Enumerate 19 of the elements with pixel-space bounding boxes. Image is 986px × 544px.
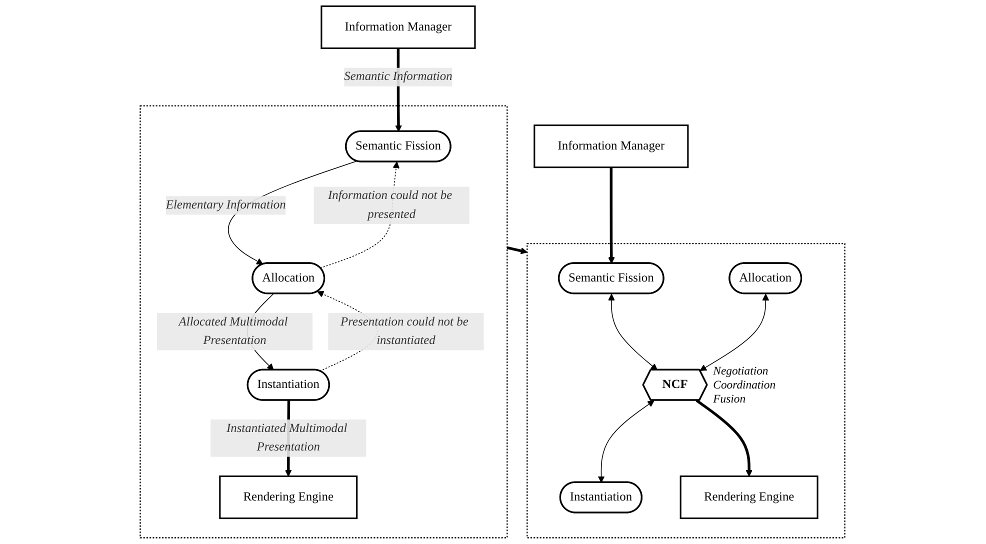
edge-label: Presentation could not be instantiated xyxy=(341,315,469,348)
edge-label: Elementary Information xyxy=(166,198,286,212)
edge-label: Allocated Multimodal Presentation xyxy=(179,315,288,348)
node-box: Information Manager xyxy=(321,5,476,50)
arrow xyxy=(696,399,753,477)
arrow xyxy=(608,167,616,264)
arrow xyxy=(700,294,770,371)
edge-label: Information could not be presented xyxy=(328,189,453,222)
node-box: Rendering Engine xyxy=(680,476,819,520)
arrow xyxy=(598,400,655,483)
node-box: Information Manager xyxy=(534,124,690,168)
edge-label: Instantiated Multimodal Presentation xyxy=(226,422,348,454)
edge-label: Semantic Information xyxy=(344,70,453,84)
node-caption: Negotiation Coordination Fusion xyxy=(714,364,776,406)
arrow xyxy=(507,246,528,254)
cluster xyxy=(140,105,508,538)
cluster xyxy=(527,243,846,538)
arrow xyxy=(608,294,658,370)
node-box: Rendering Engine xyxy=(220,476,358,520)
